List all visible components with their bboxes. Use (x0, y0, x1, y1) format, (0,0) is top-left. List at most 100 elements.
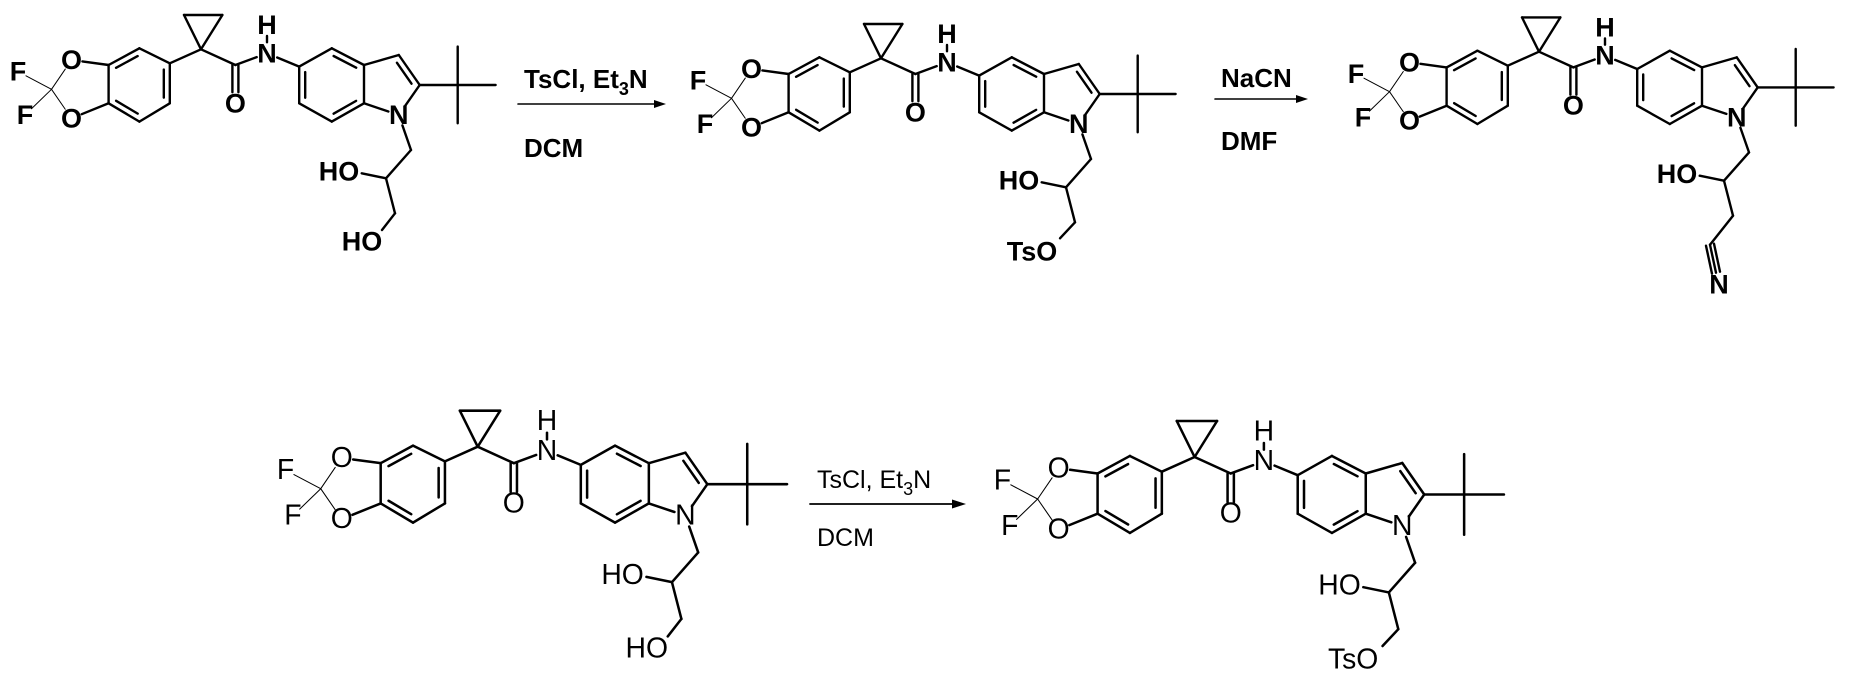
molecule-diol-top: FFOOONHNHOHO (10, 10, 496, 257)
fluorine-label: F (690, 66, 707, 96)
bond (1700, 176, 1724, 181)
bond (1066, 187, 1075, 222)
amide-hydrogen-label: H (1254, 415, 1274, 447)
double-bond-inner-line (1672, 58, 1695, 70)
oxygen-label: O (1048, 513, 1070, 545)
bond (762, 112, 789, 123)
bond (1702, 106, 1726, 114)
bond (1162, 457, 1195, 472)
double-bond-inner-line (1014, 65, 1037, 77)
bond (1369, 92, 1389, 111)
oxygen-label: O (741, 54, 762, 84)
bond (364, 55, 399, 65)
bond (386, 150, 411, 178)
solvent-label: DCM (817, 524, 874, 552)
bond (1710, 216, 1733, 245)
carbonyl-oxygen-label: O (503, 487, 525, 519)
bond (26, 76, 52, 89)
molecule-nitrile-top: FFOOONHNHON (1348, 12, 1834, 299)
bond (1477, 106, 1507, 124)
amide-hydrogen-label: H (537, 405, 557, 437)
bond (1195, 457, 1231, 473)
bond (300, 489, 321, 509)
bond (1011, 485, 1038, 499)
bond (979, 57, 1012, 75)
double-bond-inner-line (683, 461, 698, 483)
bond (382, 213, 395, 230)
reagent-label: TsCl, Et3N (817, 466, 931, 499)
hydroxyl-label: HO (999, 166, 1040, 196)
bond (711, 98, 731, 117)
bond (1070, 470, 1098, 474)
hydroxyl-label: HO (1657, 159, 1698, 189)
bond (294, 475, 321, 489)
bond (1539, 17, 1560, 51)
bond (1637, 51, 1670, 69)
arrowhead-icon (1296, 95, 1308, 103)
bond (1366, 463, 1403, 474)
bond (1060, 222, 1075, 238)
double-bond-inner-line (1334, 511, 1358, 524)
solvent-label: DMF (1221, 126, 1277, 156)
molecules: FFOOONHNHOHOFFOOONHNHOTsOFFOOONHNHONFFOO… (10, 10, 1834, 676)
oxygen-label: O (61, 103, 82, 133)
bond (1724, 181, 1733, 216)
double-bond-inner-line (1077, 72, 1092, 93)
bond (139, 48, 169, 63)
hydroxyl-label: HO (601, 559, 644, 591)
bond (1195, 421, 1217, 457)
fluorine-label: F (10, 57, 27, 87)
bond (1044, 112, 1068, 120)
reagent-label: TsCl, Et3N (524, 64, 648, 99)
bond (1066, 159, 1091, 187)
oxygen-label: O (1399, 47, 1420, 77)
amide-nitrogen-label: N (937, 47, 957, 77)
bond (850, 58, 881, 72)
amide-nitrogen-label: N (1595, 41, 1615, 71)
indole-nitrogen-label: N (1392, 510, 1412, 542)
tosylate-label: TsO (1328, 644, 1378, 676)
amide-hydrogen-label: H (937, 19, 957, 49)
hydroxyl-label: HO (319, 157, 360, 187)
bond (649, 453, 686, 464)
double-bond-inner-line (1014, 110, 1037, 123)
double-bond-inner-line (389, 501, 412, 514)
carbonyl-oxygen-label: O (225, 88, 246, 118)
fluorine-label: F (994, 464, 1011, 496)
double-bond-inner-line (397, 63, 412, 84)
indole-nitrogen-label: N (389, 100, 409, 130)
double-bond-inner-line (796, 110, 818, 123)
bond (1130, 456, 1162, 472)
bond (386, 178, 395, 213)
bond (1539, 52, 1573, 68)
carbonyl-oxygen-label: O (1563, 91, 1584, 121)
tosylate-label: TsO (1007, 236, 1058, 266)
bond (1637, 106, 1670, 124)
bond (277, 57, 299, 66)
double-bond-inner-line (334, 56, 357, 68)
fluorine-label: F (1348, 59, 1365, 89)
bond (979, 112, 1012, 130)
molecule-tosylate-bottom: FFOOONHNHOTsO (994, 415, 1504, 675)
fluorine-label: F (17, 100, 34, 130)
arrowhead-icon (952, 500, 966, 509)
double-bond-inner-line (116, 101, 138, 114)
indole-nitrogen-label: N (1727, 102, 1747, 132)
nitrile-nitrogen-label: N (1709, 270, 1729, 300)
amide-nitrogen-label: N (257, 38, 277, 68)
double-bond-inner-line (1454, 103, 1476, 116)
bond (82, 61, 108, 65)
bond (1389, 592, 1398, 629)
fluorine-label: F (1355, 102, 1372, 132)
bond (299, 103, 332, 121)
bond (413, 503, 445, 522)
carbonyl-oxygen-label: O (905, 97, 926, 127)
bond (362, 173, 386, 178)
bond (819, 57, 849, 72)
double-bond-inner-line (1672, 103, 1695, 116)
hydroxyl-label: HO (1318, 569, 1361, 601)
bond (1420, 106, 1447, 117)
bond (558, 455, 581, 465)
double-bond-inner-line (617, 454, 641, 466)
